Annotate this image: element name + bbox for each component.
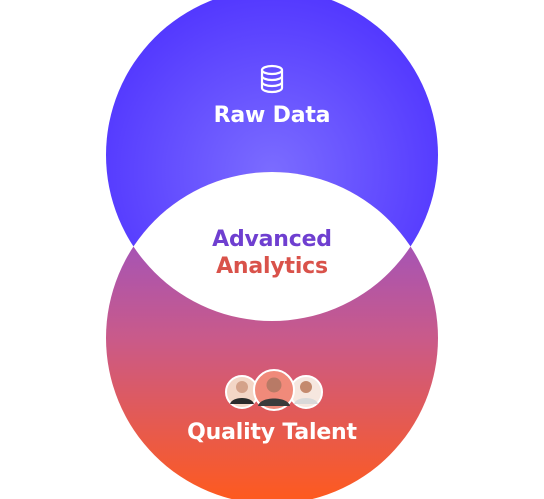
avatar-center: [253, 369, 295, 411]
database-icon: [260, 64, 284, 94]
bottom-circle-label: Quality Talent: [187, 420, 357, 445]
intersection-region: [106, 172, 438, 321]
people-avatars-icon: [225, 369, 323, 411]
top-circle-label: Raw Data: [213, 103, 331, 128]
intersection-label-line-1: Advanced: [212, 227, 332, 252]
intersection-label-line-2: Analytics: [216, 254, 328, 279]
avatar-right: [289, 375, 323, 409]
intersection-label: Advanced Analytics: [0, 226, 544, 280]
